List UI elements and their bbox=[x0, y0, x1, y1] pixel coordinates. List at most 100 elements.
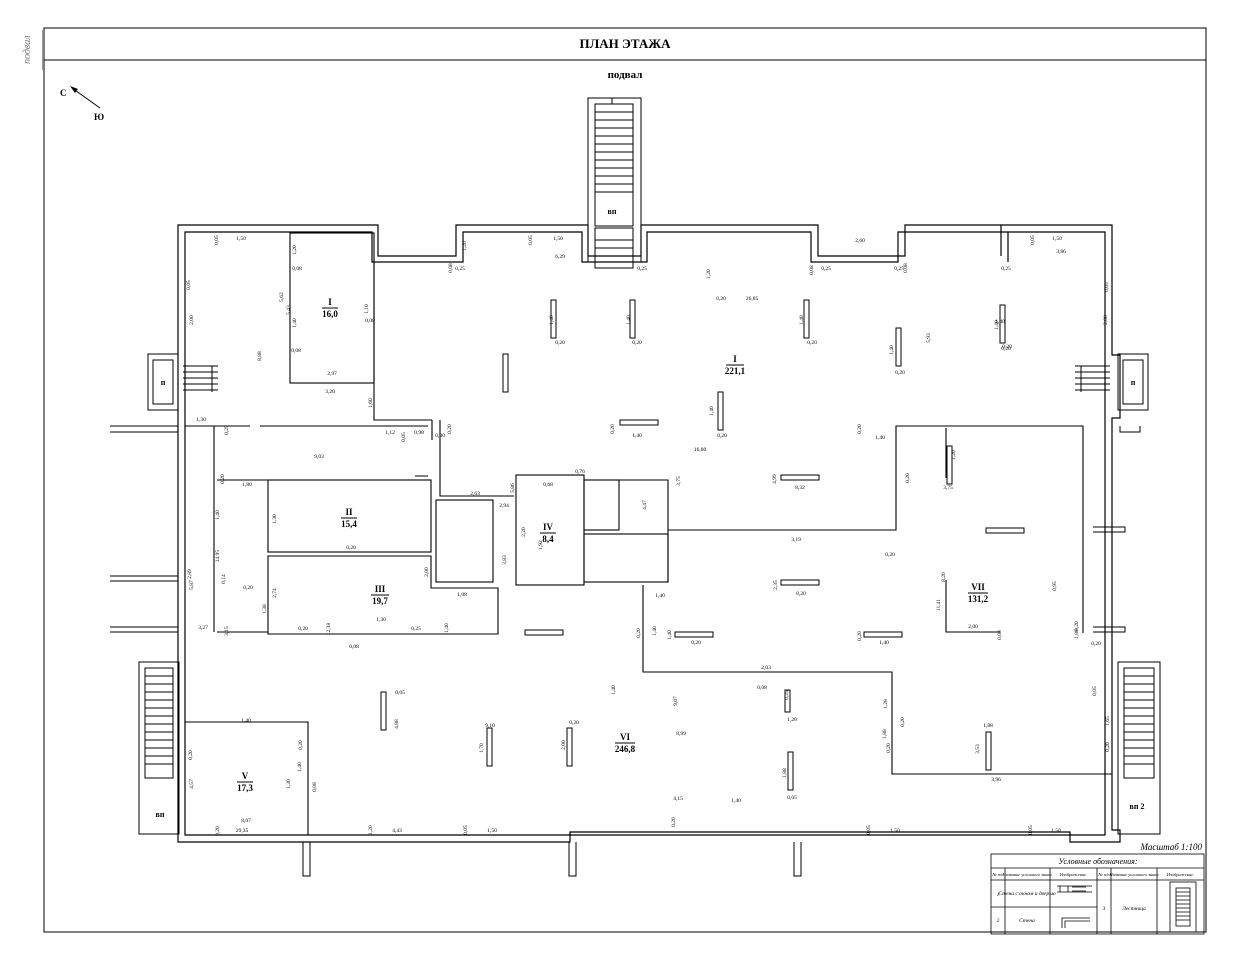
dimension-label: 1,40 bbox=[297, 762, 303, 772]
dimension-label: 26,85 bbox=[746, 296, 759, 302]
dimension-label: 0,20 bbox=[807, 340, 817, 346]
dimension-label: 0,08 bbox=[292, 266, 302, 272]
sheet-frame bbox=[43, 27, 1207, 933]
dimension-label: 0,20 bbox=[717, 433, 727, 439]
dimension-label: 0,05 bbox=[1104, 282, 1110, 292]
exterior-stub-walls bbox=[110, 425, 1141, 877]
dimension-label: 3,75 bbox=[676, 476, 682, 486]
dimension-label: 0,08 bbox=[757, 685, 767, 691]
dimension-label: 9,07 bbox=[673, 696, 679, 706]
dimension-label: 1,92 bbox=[538, 540, 544, 550]
legend-title: Условные обозначения: bbox=[1059, 857, 1138, 866]
dimension-label: 0,08 bbox=[997, 630, 1003, 640]
legend-row-num: 1 bbox=[997, 892, 1000, 898]
dimension-label: 14,95 bbox=[215, 550, 221, 563]
dimension-label: 0,08 bbox=[365, 318, 375, 324]
dimension-label: 0,20 bbox=[1074, 621, 1080, 631]
dimension-label: 5,43 bbox=[286, 305, 292, 315]
dimension-label: 1,50 bbox=[1051, 828, 1061, 834]
legend-row-name: Лестница bbox=[1121, 906, 1146, 912]
sheet-title: ПЛАН ЭТАЖА bbox=[579, 36, 671, 51]
room-area: 131,2 bbox=[968, 594, 989, 604]
legend-stair-icon bbox=[1169, 881, 1197, 933]
dimension-label: 0,20 bbox=[1002, 344, 1012, 350]
dimension-label: 0,14 bbox=[221, 574, 227, 584]
dimension-label: 0,20 bbox=[900, 717, 906, 727]
dimension-label: 3,53 bbox=[975, 744, 981, 754]
dimension-label: 1,40 bbox=[611, 685, 617, 695]
dimension-label: 1,20 bbox=[951, 450, 957, 460]
dimension-label: 0,20 bbox=[298, 626, 308, 632]
dimension-label: 1,40 bbox=[879, 640, 889, 646]
dimension-label: 0,08 bbox=[809, 265, 815, 275]
dimension-label: 1,40 bbox=[549, 315, 555, 325]
dimension-label: 0,08 bbox=[448, 263, 454, 273]
dimension-label: 1,50 bbox=[890, 828, 900, 834]
room-area: 15,4 bbox=[341, 519, 357, 529]
dimension-label: 0,20 bbox=[691, 640, 701, 646]
legend-row-num: 3 bbox=[1102, 906, 1106, 912]
stair-right-upper-label: п bbox=[1131, 378, 1136, 387]
legend-headers: № п/п Название условного знака Изображен… bbox=[991, 872, 1193, 877]
dimension-label: 4,88 bbox=[394, 719, 400, 729]
dimension-label: 1,20 bbox=[462, 241, 468, 251]
dimension-label: 2,94 bbox=[499, 503, 509, 509]
dimension-label: 0,25 bbox=[1001, 266, 1011, 272]
stair-left-lower-label: вп bbox=[156, 810, 165, 819]
room-area: 17,3 bbox=[237, 783, 253, 793]
scale-label: Масштаб 1:100 bbox=[1139, 842, 1202, 852]
dimension-label: 1,60 bbox=[368, 398, 374, 408]
legend-header: Изображение bbox=[1059, 872, 1087, 877]
dimension-label: 4,99 bbox=[772, 474, 778, 484]
dimension-label: 0,68 bbox=[543, 482, 553, 488]
room-number: III bbox=[375, 584, 386, 594]
dimension-label: 3,96 bbox=[991, 777, 1001, 783]
room-label-V: V 17,3 bbox=[237, 771, 253, 793]
dimension-label: 1,40 bbox=[889, 345, 895, 355]
dimension-label: 1,30 bbox=[272, 514, 278, 524]
dimension-label: 0,08 bbox=[291, 348, 301, 354]
dimension-label: 2,00 bbox=[1103, 315, 1109, 325]
dimension-label: 1,20 bbox=[706, 269, 712, 279]
dimension-label: 1,40 bbox=[241, 718, 251, 724]
stair-right-lower-icon bbox=[1117, 661, 1161, 835]
dimension-label: 0,95 bbox=[1052, 581, 1058, 591]
dimension-label: 1,40 bbox=[994, 320, 1000, 330]
dimension-label: 0,05 bbox=[528, 235, 534, 245]
dimension-label: 1,12 bbox=[385, 430, 395, 436]
legend-table bbox=[990, 853, 1205, 935]
dimension-label: 1,20 bbox=[368, 825, 374, 835]
legend-row-name: Стена bbox=[1019, 918, 1035, 924]
dimension-label: 0,05 bbox=[1092, 686, 1098, 696]
dimension-label: 0,20 bbox=[188, 750, 194, 760]
dimension-label: 2,00 bbox=[561, 740, 567, 750]
dimension-label: 1,40 bbox=[652, 626, 658, 636]
dimension-label: 1,88 bbox=[782, 768, 788, 778]
room-number: I bbox=[328, 297, 332, 307]
dimension-label: 0,98 bbox=[414, 430, 424, 436]
dimension-label: 4,47 bbox=[642, 500, 648, 510]
dimension-label: 2,00 bbox=[189, 315, 195, 325]
dimension-label: 1,50 bbox=[236, 236, 246, 242]
dimension-label: 2,63 bbox=[470, 491, 480, 497]
dimension-label: 0,20 bbox=[905, 473, 911, 483]
interior-walls bbox=[185, 232, 1112, 835]
dimension-label: 12,38 bbox=[326, 623, 332, 636]
dimension-label: 29,35 bbox=[236, 828, 249, 834]
legend-header: Название условного знака bbox=[1001, 872, 1052, 877]
room-number: V bbox=[242, 771, 249, 781]
dimension-label: 0,20 bbox=[215, 826, 221, 836]
dimension-label: 9,10 bbox=[485, 723, 495, 729]
legend-header: Изображение bbox=[1166, 872, 1194, 877]
dimension-label: 0,25 bbox=[455, 266, 465, 272]
dimension-label: 0,20 bbox=[447, 424, 453, 434]
dimension-label: 0,25 bbox=[637, 266, 647, 272]
dimension-label: 0,20 bbox=[610, 424, 616, 434]
dimension-label: 1,28 bbox=[883, 699, 889, 709]
dimension-label: 2,03 bbox=[761, 665, 771, 671]
